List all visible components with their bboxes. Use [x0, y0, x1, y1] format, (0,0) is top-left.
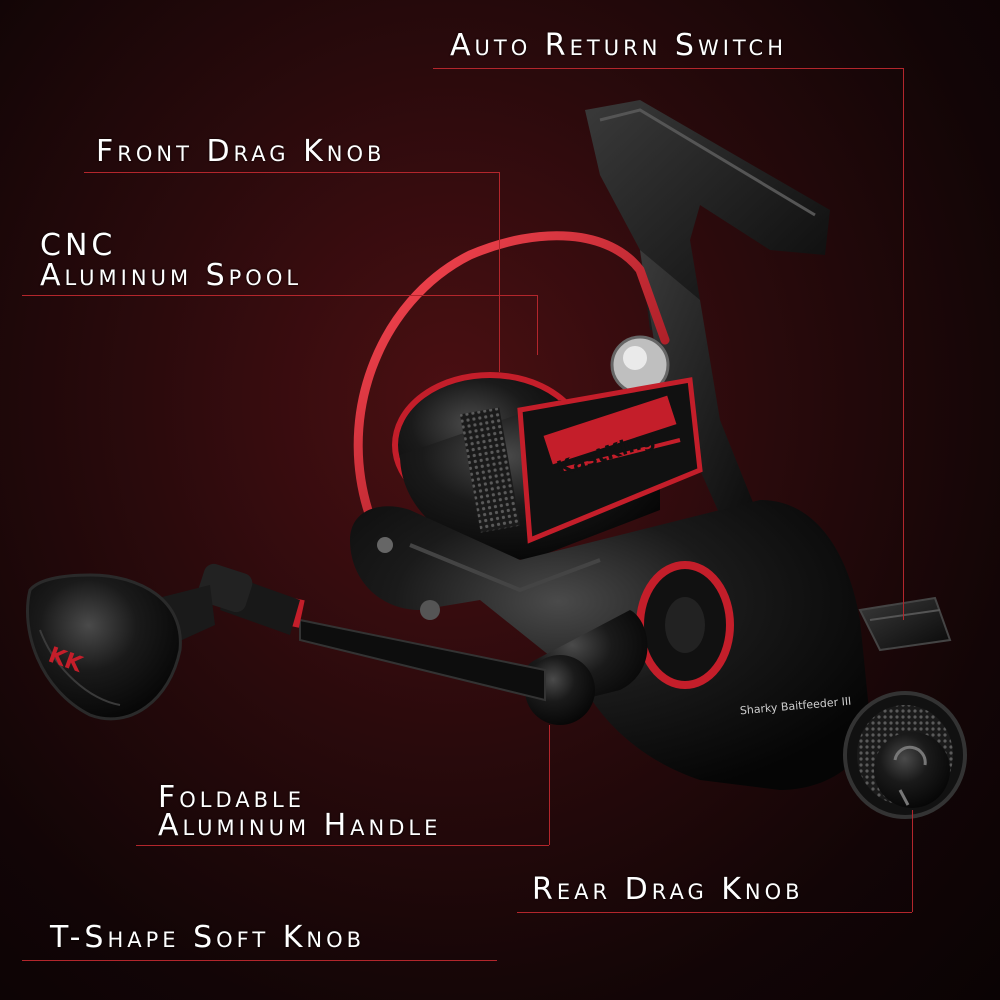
callout-line-rear-drag-v: [912, 810, 913, 912]
callout-line-foldable-v: [549, 725, 550, 845]
label-auto-return-switch: Auto Return Switch: [450, 28, 787, 63]
aluminum-handle: [197, 563, 648, 725]
callout-line-rear-drag-h: [517, 912, 912, 913]
callout-line-cnc-v: [537, 295, 538, 355]
rear-drag-knob-graphic: [843, 691, 967, 819]
label-aluminum-spool: Aluminum Spool: [40, 258, 303, 293]
callout-line-front-drag-v: [499, 172, 500, 372]
callout-line-front-drag-h: [84, 172, 499, 173]
auto-return-switch-graphic: [858, 596, 952, 652]
label-front-drag-knob: Front Drag Knob: [96, 134, 386, 169]
label-rear-drag-knob: Rear Drag Knob: [532, 872, 804, 907]
callout-line-foldable-h: [136, 845, 549, 846]
label-t-shape-soft-knob: T-Shape Soft Knob: [50, 920, 366, 955]
label-foldable: Foldable: [158, 780, 306, 815]
reel-foot: [585, 100, 830, 560]
side-cover: [636, 561, 734, 689]
bail-wire: [353, 231, 670, 535]
aluminum-spool: [392, 372, 703, 560]
callout-line-auto-return-v: [903, 68, 904, 620]
label-cnc: CNC: [40, 228, 117, 263]
t-shape-knob: [26, 573, 215, 721]
callout-line-t-shape-h: [22, 960, 497, 961]
callout-line-cnc-h: [22, 295, 537, 296]
label-aluminum-handle: Aluminum Handle: [158, 808, 442, 843]
callout-line-auto-return-h: [433, 68, 903, 69]
